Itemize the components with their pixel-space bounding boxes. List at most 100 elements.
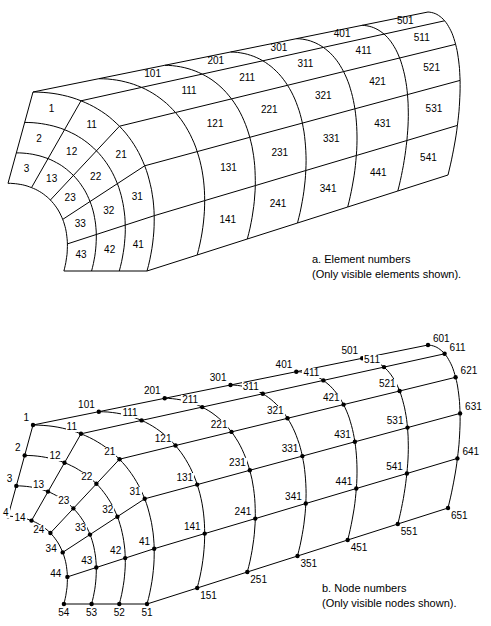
node-dot [396,522,400,526]
node-number: 551 [400,527,419,537]
node-dot [94,482,98,486]
node-number: 131 [176,473,195,483]
node-number: 1 [22,413,30,423]
node-number: 111 [121,408,138,418]
node-dot [117,602,121,606]
front-arc [8,183,67,271]
node-dot [14,484,18,488]
outer-arc [231,52,307,223]
node-number: 341 [284,492,303,502]
element-number: 23 [65,193,76,203]
element-number: 541 [420,153,437,163]
node-dot [346,538,350,542]
node-dot [62,602,66,606]
node-dot [79,432,83,436]
front-arc [25,122,126,271]
longitudinal-line [147,175,448,271]
node-number: 41 [138,537,151,547]
node-number: 201 [143,386,162,396]
node-dot [46,489,50,493]
element-number: 31 [132,192,143,202]
outer-arc [296,39,357,207]
outer-arc [296,372,357,540]
element-number: 241 [270,199,287,209]
node-number: 14 [13,513,26,523]
node-number: 52 [113,608,126,618]
node-number: 501 [341,346,360,356]
node-number: 221 [210,420,229,430]
longitudinal-line [154,125,457,215]
node-number: 401 [275,360,294,370]
node-number: 23 [57,496,70,506]
outer-arc [428,345,460,508]
node-dot [143,497,147,501]
node-dot [295,554,299,558]
element-number: 511 [414,33,430,43]
node-dot [62,461,66,465]
node-dot [97,410,101,414]
node-number: 33 [74,523,87,533]
node-dot [354,486,358,490]
element-number: 201 [208,56,225,66]
element-number: 341 [320,184,337,194]
node-number: 31 [129,487,142,497]
outer-arc [99,79,205,255]
node-dot [248,468,252,472]
node-number: 151 [199,591,218,601]
element-number: 32 [103,206,114,216]
node-dot [71,506,75,510]
element-number: 2 [36,134,42,144]
node-dot [442,352,446,356]
element-number: 311 [297,59,313,69]
element-number: 231 [272,148,289,158]
element-number: 11 [87,120,97,130]
node-number: 22 [80,472,93,482]
element-number: 43 [75,250,86,260]
node-number: 421 [322,393,341,403]
node-dot [341,402,345,406]
front-radial-line [8,425,33,516]
node-number: 531 [386,416,405,426]
node-number: 331 [281,444,300,454]
outer-arc [362,358,408,524]
front-arc [16,486,96,604]
node-number: 2 [14,443,22,453]
node-dot [89,602,93,606]
element-number: 121 [207,119,224,129]
node-dot [321,378,325,382]
node-dot [23,453,27,457]
caption: a. Element numbers [312,254,410,265]
node-number: 54 [57,608,70,618]
element-number: 411 [356,46,372,56]
node-number: 141 [183,522,202,532]
node-number: 44 [49,569,62,579]
front-radial-line [63,166,145,220]
node-number: 43 [80,556,93,566]
caption: (Only visible nodes shown). [322,598,457,609]
node-number: 441 [335,477,354,487]
node-dot [117,457,121,461]
front-radial-line [64,271,147,272]
element-number: 21 [116,150,127,160]
node-number: 32 [101,505,114,515]
longitudinal-line [145,413,460,498]
element-number: 1 [49,104,55,114]
node-dot [405,425,409,429]
node-number: 13 [32,480,45,490]
element-number: 13 [46,174,57,184]
element-number: 141 [220,215,237,225]
node-number: 311 [242,382,260,392]
front-arc [33,92,154,271]
node-dot [382,365,386,369]
element-number: 321 [315,91,332,101]
node-dot [152,547,156,551]
node-dot [139,418,143,422]
node-dot [203,531,207,535]
node-number: 231 [228,458,247,468]
node-dot [145,602,149,606]
front-radial-line [8,92,33,183]
node-dot [163,396,167,400]
node-dot [115,515,119,519]
node-dot [88,532,92,536]
caption: (Only visible elements shown). [312,269,461,280]
